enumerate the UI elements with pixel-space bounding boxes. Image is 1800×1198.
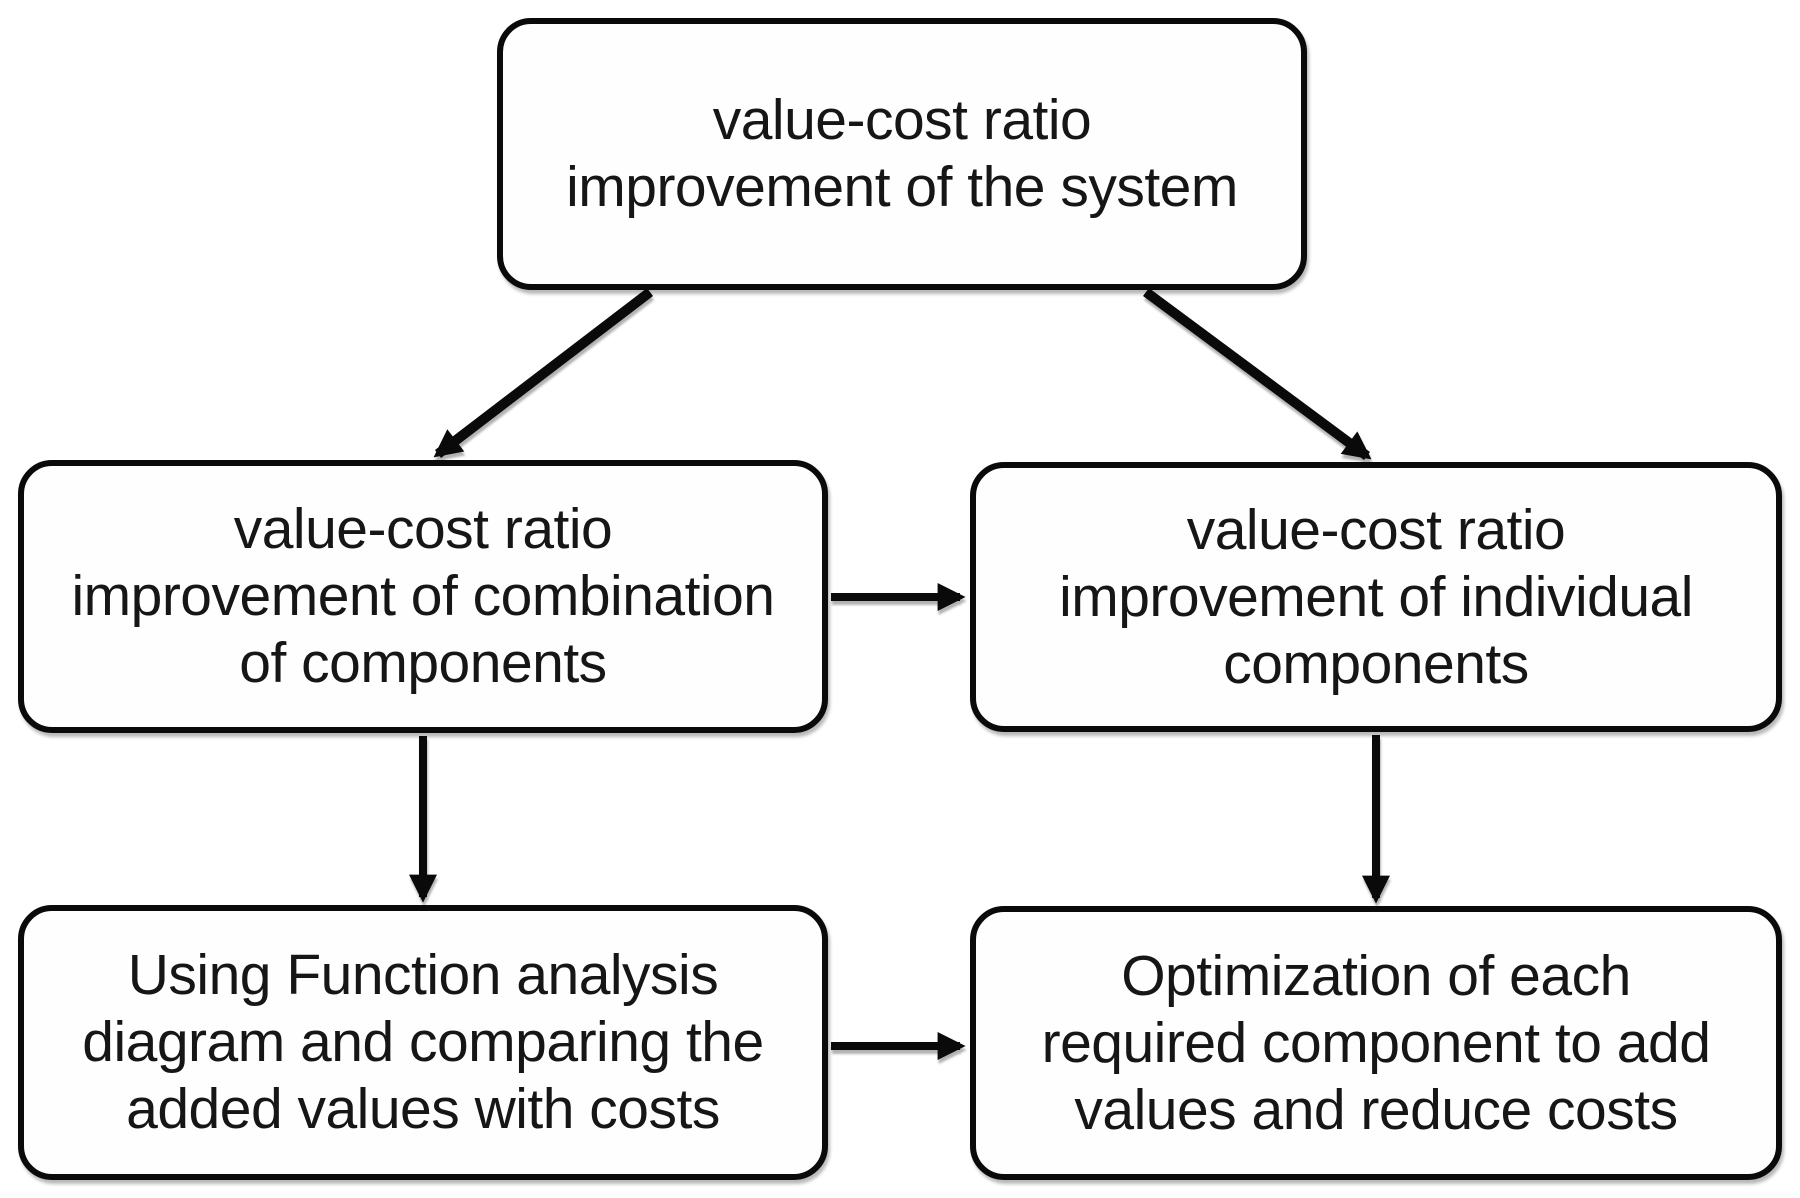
arrow-system-to-combination [433,288,654,458]
node-function-analysis-label: Using Function analysis diagram and comp… [82,943,764,1141]
node-function-analysis: Using Function analysis diagram and comp… [18,905,828,1180]
node-optimization: Optimization of each required component … [970,906,1782,1180]
node-combination-of-components: value-cost ratio improvement of combinat… [18,460,828,733]
node-individual-label: value-cost ratio improvement of individu… [1059,497,1693,696]
node-system: value-cost ratio improvement of the syst… [497,18,1307,290]
node-optimization-label: Optimization of each required component … [1041,943,1711,1142]
node-system-label: value-cost ratio improvement of the syst… [566,88,1238,219]
arrow-system-to-individual [1143,287,1372,461]
node-individual-components: value-cost ratio improvement of individu… [970,462,1782,732]
node-combination-label: value-cost ratio improvement of combinat… [71,497,775,695]
